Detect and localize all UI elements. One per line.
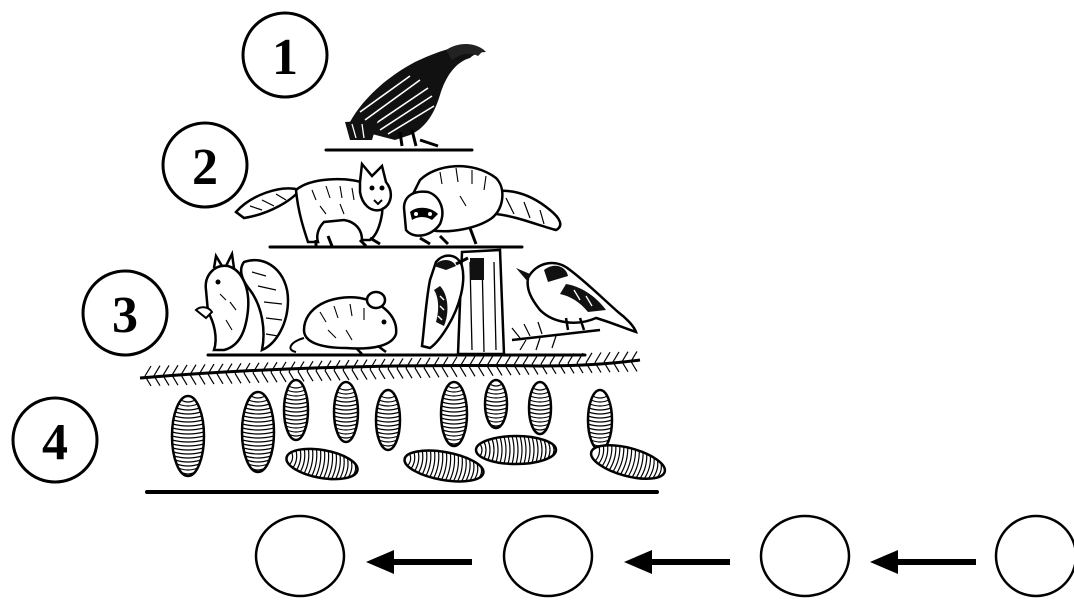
spruce-cone-icon: [242, 392, 274, 472]
hanging-cones: [172, 380, 612, 476]
level-label-3: 3: [83, 271, 167, 355]
woodpecker-icon: [422, 250, 504, 354]
spruce-cone-icon: [485, 380, 507, 428]
svg-text:3: 3: [112, 287, 138, 344]
spruce-cone-icon: [441, 382, 467, 446]
svg-text:4: 4: [42, 414, 68, 471]
spruce-branch-icon: [140, 351, 640, 386]
chain-slot-4[interactable]: [996, 516, 1074, 596]
spruce-cone-icon: [284, 444, 360, 484]
chain-slot-2[interactable]: [504, 516, 592, 596]
spruce-cone-icon: [588, 390, 612, 450]
spruce-cone-icon: [402, 445, 486, 486]
eagle-icon: [345, 44, 486, 146]
spruce-cone-icon: [529, 382, 551, 434]
spruce-cone-icon: [588, 439, 669, 486]
left-arrow-icon: [366, 550, 472, 574]
spruce-cone-icon: [376, 390, 400, 450]
level-label-4: 4: [13, 398, 97, 482]
svg-text:2: 2: [192, 139, 218, 196]
fallen-cones: [284, 436, 668, 487]
mouse-icon: [290, 292, 396, 354]
raccoon-icon: [404, 166, 560, 244]
level-label-2: 2: [163, 123, 247, 207]
left-arrow-icon: [870, 550, 976, 574]
spruce-cone-icon: [172, 396, 204, 476]
left-arrow-icon: [624, 550, 730, 574]
svg-text:1: 1: [272, 29, 298, 86]
spruce-cone-icon: [476, 436, 556, 464]
fox-icon: [236, 164, 391, 246]
spruce-cone-icon: [334, 382, 358, 442]
chain-slot-1[interactable]: [256, 516, 344, 596]
chain-slot-3[interactable]: [761, 516, 849, 596]
spruce-cone-icon: [284, 380, 308, 440]
food-chain-row: [256, 516, 1074, 596]
squirrel-icon: [196, 254, 288, 350]
crossbill-icon: [512, 263, 636, 350]
level-label-1: 1: [243, 13, 327, 97]
